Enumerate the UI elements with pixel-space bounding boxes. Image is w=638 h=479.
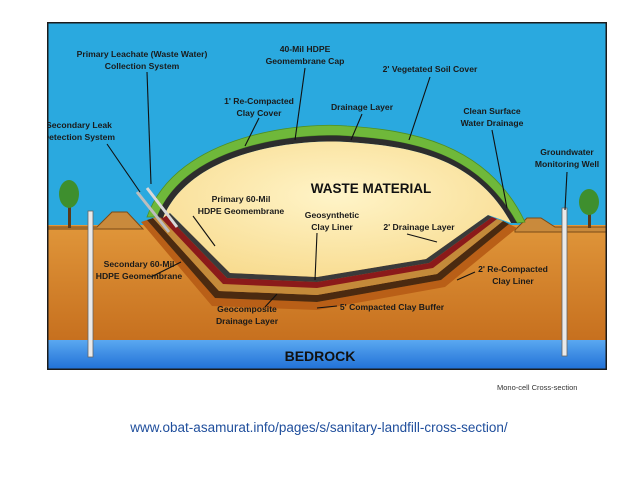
label-bedrock: BEDROCK xyxy=(285,348,356,364)
svg-text:40-Mil HDPE: 40-Mil HDPE xyxy=(280,44,331,54)
label-secondary-geomembrane: Secondary 60-Mil HDPE Geomembrane xyxy=(96,259,183,281)
label-recompacted-clay-liner: 2' Re-Compacted Clay Liner xyxy=(478,264,548,286)
left-tree-icon xyxy=(59,180,79,228)
primary-liner xyxy=(159,214,497,288)
svg-text:Clay Liner: Clay Liner xyxy=(311,222,353,232)
right-monitoring-well xyxy=(561,207,568,357)
label-drainage-layer-2ft: 2' Drainage Layer xyxy=(383,222,455,232)
diagram-border xyxy=(47,22,607,370)
label-waste-material: WASTE MATERIAL xyxy=(311,181,432,196)
label-groundwater-well: Groundwater Monitoring Well xyxy=(535,147,599,169)
svg-text:Groundwater: Groundwater xyxy=(540,147,594,157)
svg-text:Geomembrane Cap: Geomembrane Cap xyxy=(266,56,345,66)
svg-text:Detection System: Detection System xyxy=(47,132,115,142)
label-recompacted-clay-cover: 1' Re-Compacted Clay Cover xyxy=(224,96,294,118)
drainage-layer-bottom xyxy=(153,216,503,295)
geosynthetic-layer xyxy=(165,213,492,282)
svg-text:2' Drainage Layer: 2' Drainage Layer xyxy=(383,222,455,232)
svg-text:Secondary 60-Mil: Secondary 60-Mil xyxy=(104,259,175,269)
label-primary-leachate: Primary Leachate (Waste Water) Collectio… xyxy=(77,49,208,71)
label-geocomposite: Geocomposite Drainage Layer xyxy=(216,304,279,326)
waste-mound xyxy=(163,141,511,277)
leachate-pipe-secondary xyxy=(135,191,171,233)
left-monitoring-well xyxy=(87,210,94,358)
bedrock-layer xyxy=(47,340,607,370)
svg-text:Collection System: Collection System xyxy=(105,61,180,71)
label-compacted-clay-buffer: 5' Compacted Clay Buffer xyxy=(340,302,445,312)
leachate-pipe-primary xyxy=(145,187,179,228)
svg-text:Primary 60-Mil: Primary 60-Mil xyxy=(212,194,271,204)
svg-text:Drainage Layer: Drainage Layer xyxy=(331,102,394,112)
svg-text:Secondary Leak: Secondary Leak xyxy=(47,120,112,130)
right-tree-icon xyxy=(579,189,599,228)
svg-text:2' Vegetated Soil Cover: 2' Vegetated Soil Cover xyxy=(383,64,478,74)
svg-text:Monitoring Well: Monitoring Well xyxy=(535,159,599,169)
leader-lines xyxy=(106,67,568,309)
svg-text:Clay Cover: Clay Cover xyxy=(237,108,283,118)
right-berm xyxy=(514,217,607,233)
label-vegetated-soil: 2' Vegetated Soil Cover xyxy=(383,64,478,74)
label-drainage-layer-top: Drainage Layer xyxy=(331,102,394,112)
landfill-cross-section-svg: Primary Leachate (Waste Water) Collectio… xyxy=(47,22,607,370)
svg-text:Clean Surface: Clean Surface xyxy=(463,106,521,116)
svg-text:BEDROCK: BEDROCK xyxy=(285,348,356,364)
diagram-caption: Mono-cell Cross-section xyxy=(497,383,578,392)
label-clean-surface: Clean Surface Water Drainage xyxy=(461,106,524,128)
clay-buffer xyxy=(141,220,517,310)
svg-text:2' Re-Compacted: 2' Re-Compacted xyxy=(478,264,548,274)
svg-text:WASTE MATERIAL: WASTE MATERIAL xyxy=(311,181,432,196)
svg-text:HDPE Geomembrane: HDPE Geomembrane xyxy=(198,206,285,216)
label-primary-geomembrane: Primary 60-Mil HDPE Geomembrane xyxy=(198,194,285,216)
svg-text:Clay Liner: Clay Liner xyxy=(492,276,534,286)
svg-text:Geosynthetic: Geosynthetic xyxy=(305,210,360,220)
svg-text:Primary Leachate (Waste Water): Primary Leachate (Waste Water) xyxy=(77,49,208,59)
label-hdpe-cap: 40-Mil HDPE Geomembrane Cap xyxy=(266,44,345,66)
secondary-liner xyxy=(147,218,509,302)
label-geosynthetic-liner: Geosynthetic Clay Liner xyxy=(305,210,360,232)
svg-text:Water Drainage: Water Drainage xyxy=(461,118,524,128)
source-url-link[interactable]: www.obat-asamurat.info/pages/s/sanitary-… xyxy=(130,420,508,435)
landfill-diagram: Primary Leachate (Waste Water) Collectio… xyxy=(47,22,607,370)
svg-text:Geocomposite: Geocomposite xyxy=(217,304,277,314)
label-secondary-leak: Secondary Leak Detection System xyxy=(47,120,115,142)
left-berm xyxy=(47,211,145,230)
svg-text:1' Re-Compacted: 1' Re-Compacted xyxy=(224,96,294,106)
svg-text:HDPE Geomembrane: HDPE Geomembrane xyxy=(96,271,183,281)
svg-text:Drainage Layer: Drainage Layer xyxy=(216,316,279,326)
svg-text:5' Compacted Clay Buffer: 5' Compacted Clay Buffer xyxy=(340,302,445,312)
